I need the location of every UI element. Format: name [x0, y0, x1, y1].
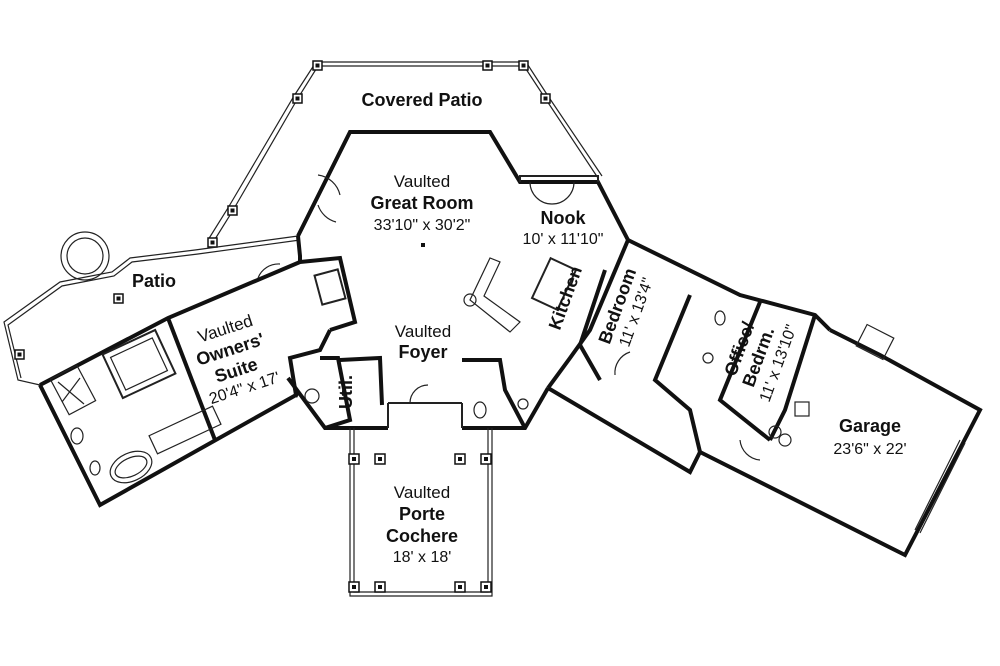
- covered-patio-outline: [207, 60, 603, 248]
- covered-patio-label: Covered Patio: [361, 90, 482, 110]
- porte-cochere-label-1: Porte: [399, 504, 445, 524]
- great-room-label: Great Room: [370, 193, 473, 213]
- kitchen-label: Kitchen: [545, 264, 586, 333]
- patio-outline: [3, 231, 301, 386]
- nook-dims: 10' x 11'10": [523, 231, 604, 248]
- foyer-vaulted-label: Vaulted: [395, 322, 451, 341]
- fixtures: [49, 174, 966, 534]
- garage-label: Garage: [839, 416, 901, 436]
- garage-dims: 23'6" x 22': [833, 441, 906, 458]
- patio-label: Patio: [132, 271, 176, 291]
- porte-cochere-outline: [348, 428, 493, 597]
- porte-cochere-label-2: Cochere: [386, 526, 458, 546]
- interior-walls: [166, 239, 817, 453]
- foyer-label: Foyer: [398, 342, 447, 362]
- exterior-walls: [38, 130, 983, 558]
- porte-cochere-dims: 18' x 18': [393, 549, 452, 566]
- porte-cochere-vaulted-label: Vaulted: [394, 483, 450, 502]
- nook-label: Nook: [541, 208, 587, 228]
- great-room-dims: 33'10" x 30'2": [374, 217, 471, 234]
- great-room-vaulted-label: Vaulted: [394, 172, 450, 191]
- util-label: Util.: [336, 375, 356, 409]
